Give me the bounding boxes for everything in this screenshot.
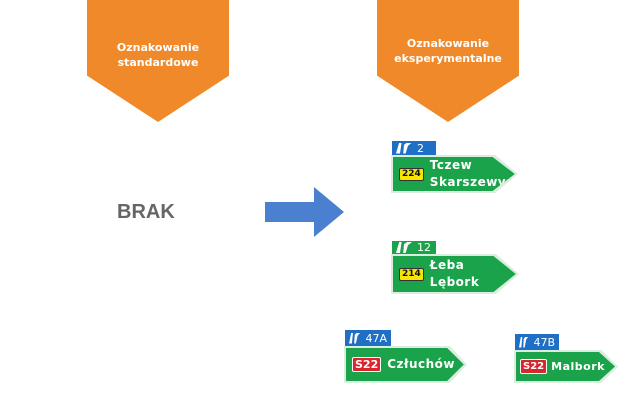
direction-sign: 47A S22 Człuchów	[344, 329, 467, 383]
exit-tab: 12	[391, 240, 437, 255]
motorway-exit-icon	[349, 332, 361, 344]
destination: Łeba	[429, 258, 465, 272]
header-line: Oznakowanie	[406, 37, 490, 50]
road-number-badge: S22	[352, 357, 382, 372]
destination: Malbork	[551, 360, 605, 373]
standard-signage-header: Oznakowanie standardowe	[87, 0, 229, 122]
exit-number: 47A	[365, 331, 387, 345]
road-number-badge: 224	[399, 167, 424, 181]
exit-tab: 2	[391, 140, 437, 156]
exit-tab: 47B	[514, 333, 560, 351]
experimental-signage-header: Oznakowanie eksperymentalne	[377, 0, 519, 122]
exit-tab: 47A	[344, 329, 392, 347]
road-number-badge: S22	[520, 359, 548, 374]
direction-sign: 47B S22 Malbork	[514, 333, 618, 383]
header-line: eksperymentalne	[394, 52, 502, 65]
exit-number: 2	[417, 141, 424, 155]
header-line: Oznakowanie	[116, 41, 200, 54]
motorway-exit-icon	[396, 242, 412, 253]
destination: Lębork	[429, 275, 480, 289]
motorway-exit-icon	[519, 336, 529, 348]
header-line: standardowe	[117, 56, 199, 69]
exit-number: 47B	[533, 335, 555, 349]
destination: Tczew	[429, 158, 473, 172]
exit-number: 12	[417, 241, 431, 254]
standard-none-label: BRAK	[117, 201, 175, 223]
road-number-badge: 214	[399, 267, 424, 281]
destination: Człuchów	[387, 357, 456, 371]
destination: Skarszewy	[429, 175, 507, 189]
motorway-exit-icon	[396, 142, 412, 154]
arrow-right-icon	[265, 187, 344, 237]
